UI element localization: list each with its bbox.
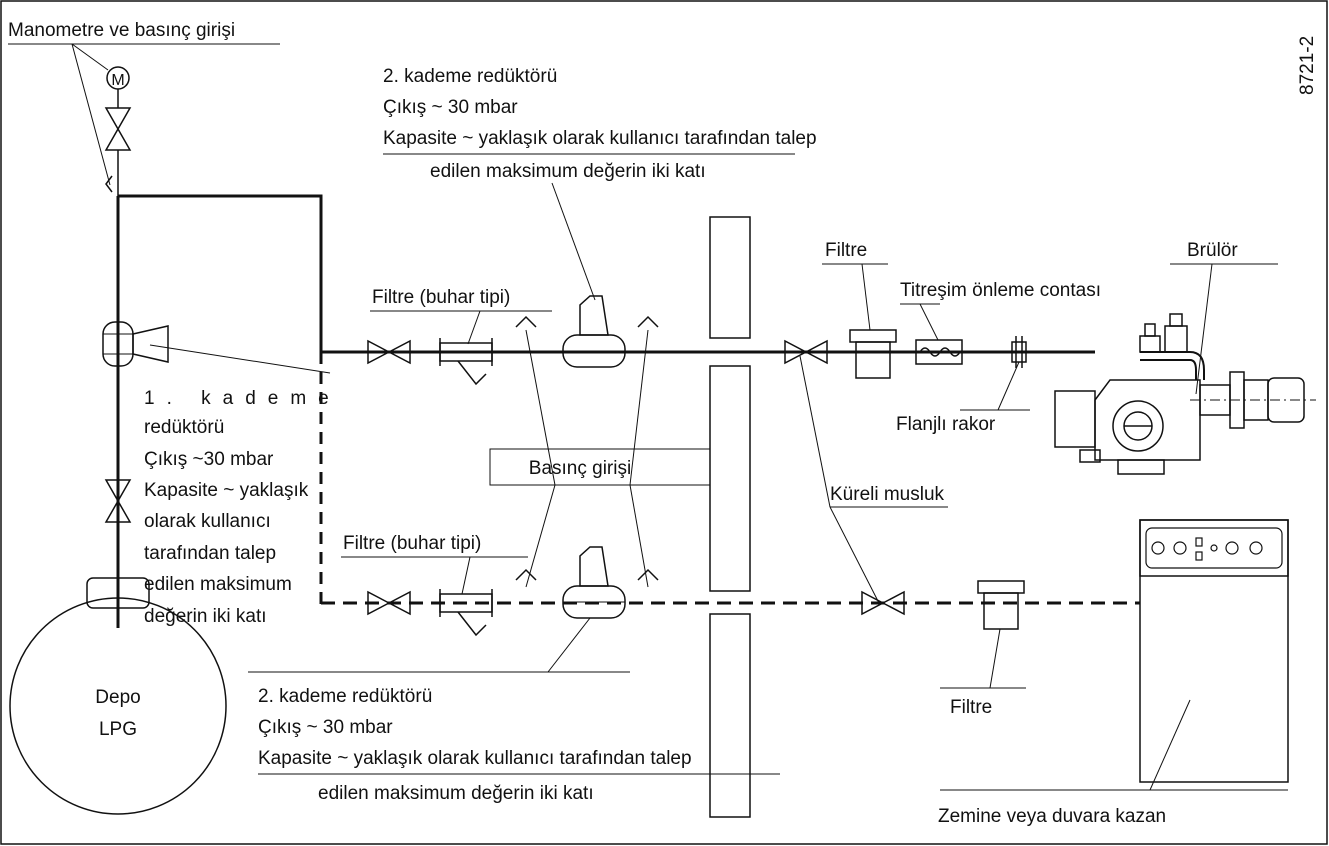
tank-label-2: LPG	[99, 719, 137, 740]
top-reducer-line4: edilen maksimum değerin iki katı	[430, 161, 706, 182]
bottom-second-stage-reducer	[562, 546, 626, 619]
bottom-filter-label: Filtre	[950, 697, 992, 718]
pressure-leader-4	[629, 329, 649, 486]
bottom-reducer-line3: Kapasite ~ yaklaşık olarak kullanıcı tar…	[258, 748, 692, 769]
top-vapor-filter-leader	[467, 310, 481, 345]
vibration-gasket-label: Titreşim önleme contası	[900, 280, 1101, 301]
wall-segment-middle	[709, 365, 751, 592]
boiler-label: Zemine veya duvara kazan	[938, 806, 1166, 827]
bottom-vapor-filter	[439, 589, 493, 637]
top-filter-label: Filtre	[825, 240, 867, 261]
bottom-valve	[367, 590, 411, 616]
pressure-leader-1	[525, 484, 556, 588]
manometer-valve	[104, 107, 132, 151]
bottom-pressure-tap-2	[637, 568, 659, 581]
top-pressure-tap-2	[637, 315, 659, 328]
burner-leader	[1195, 263, 1213, 395]
tank-label-1: Depo	[95, 687, 140, 708]
wall-segment-bottom	[709, 613, 751, 818]
first-stage-line1: 1. kademe	[144, 388, 341, 409]
riser-valve	[104, 479, 132, 523]
top-pressure-tap-1	[515, 315, 537, 328]
vibration-gasket-leader	[919, 303, 939, 341]
drawing-code: 8721-2	[1297, 36, 1318, 95]
top-second-stage-reducer	[562, 295, 626, 368]
top-reducer-leader	[551, 182, 596, 301]
first-stage-line2: redüktörü	[144, 417, 224, 438]
ball-valve-leader-1	[799, 355, 831, 508]
bottom-pressure-tap-1	[515, 568, 537, 581]
pressure-leader-3	[629, 484, 649, 588]
wall-segment-top	[709, 216, 751, 339]
bottom-reducer-line4: edilen maksimum değerin iki katı	[318, 783, 594, 804]
top-reducer-line3: Kapasite ~ yaklaşık olarak kullanıcı tar…	[383, 128, 817, 149]
first-stage-line4: Kapasite ~ yaklaşık	[144, 480, 309, 501]
ball-valve-label: Küreli musluk	[830, 484, 945, 505]
top-filter-leader	[861, 263, 871, 331]
vibration-gasket	[915, 339, 963, 365]
manometer-leader-2	[71, 43, 111, 186]
bottom-ball-valve	[861, 590, 905, 616]
first-stage-line6: tarafından talep	[144, 543, 276, 564]
manometer-tap	[105, 175, 113, 193]
ball-valve-leader-2	[829, 506, 881, 606]
first-stage-line8: değerin iki katı	[144, 606, 267, 627]
top-vapor-filter	[439, 338, 493, 386]
bottom-vapor-filter-label: Filtre (buhar tipi)	[343, 533, 481, 554]
manometer-leader-1	[71, 43, 109, 71]
pressure-leader-2	[525, 329, 556, 486]
top-vapor-filter-label: Filtre (buhar tipi)	[372, 287, 510, 308]
first-stage-line7: edilen maksimum	[144, 574, 292, 595]
bottom-filter	[977, 580, 1025, 630]
bottom-filter-leader	[989, 628, 1001, 689]
bottom-reducer-line2: Çıkış ~ 30 mbar	[258, 717, 393, 738]
bottom-vapor-filter-leader	[461, 556, 471, 595]
pressure-inlet-label: Basınç girişi	[529, 458, 631, 479]
flanged-fitting-leader	[997, 361, 1020, 411]
boiler-leader	[1149, 699, 1191, 791]
boiler	[1139, 519, 1289, 783]
first-stage-line3: Çıkış ~30 mbar	[144, 449, 274, 470]
burner-label: Brülör	[1187, 240, 1238, 261]
top-loop-pipe	[118, 194, 323, 352]
lpg-tank	[9, 577, 227, 815]
first-stage-line5: olarak kullanıcı	[144, 511, 271, 532]
bottom-reducer-line1: 2. kademe redüktörü	[258, 686, 432, 707]
manometer-symbol: M	[111, 72, 124, 89]
top-reducer-line2: Çıkış ~ 30 mbar	[383, 97, 518, 118]
flanged-fitting-label: Flanjlı rakor	[896, 414, 996, 435]
top-filter	[849, 329, 897, 379]
bottom-reducer-leader	[547, 617, 591, 673]
top-reducer-line1: 2. kademe redüktörü	[383, 66, 557, 87]
top-valve	[367, 339, 411, 365]
first-stage-reducer	[102, 321, 169, 367]
manometer-label: Manometre ve basınç girişi	[8, 20, 235, 41]
first-stage-leader	[149, 344, 331, 374]
top-ball-valve	[784, 339, 828, 365]
burner-body	[1054, 313, 1316, 475]
pressure-inlet-box	[489, 448, 711, 486]
